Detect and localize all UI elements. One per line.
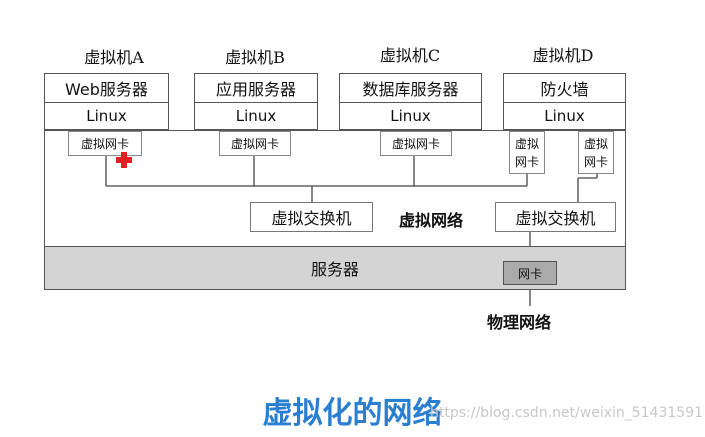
vm-d-nic-2: 虚拟 网卡 (578, 131, 614, 174)
vm-d-service: 防火墙 (503, 73, 626, 103)
vm-b-os: Linux (194, 102, 318, 130)
vm-b-service: 应用服务器 (194, 73, 318, 103)
vm-a-service: Web服务器 (44, 73, 169, 103)
watermark: https://blog.csdn.net/weixin_51431591 (430, 405, 704, 421)
vm-c-nic: 虚拟网卡 (380, 131, 452, 156)
vm-a-label: 虚拟机A (84, 48, 144, 67)
virtual-switch-left: 虚拟交换机 (250, 202, 373, 232)
server-label: 服务器 (310, 260, 359, 279)
vm-d-nic-2-line-2: 网卡 (583, 154, 608, 169)
vm-a-nic: 虚拟网卡 (68, 131, 142, 156)
vm-c-label: 虚拟机C (379, 46, 441, 65)
vm-c-os: Linux (339, 102, 482, 130)
diagram-title: 虚拟化的网络 (262, 396, 443, 431)
physical-nic: 网卡 (503, 261, 557, 285)
virtual-switch-right: 虚拟交换机 (495, 202, 616, 232)
vm-c-service: 数据库服务器 (339, 73, 482, 103)
vm-d-nic-1-line-1: 虚拟 (514, 136, 539, 151)
vm-b-label: 虚拟机B (225, 48, 285, 67)
physical-network-label: 物理网络 (487, 313, 552, 332)
virtual-network-label: 虚拟网络 (399, 211, 464, 230)
red-cross-icon (116, 152, 132, 168)
vm-d-nic-2-line-1: 虚拟 (583, 136, 608, 151)
vm-a-os: Linux (44, 102, 169, 130)
vm-d-label: 虚拟机D (532, 46, 594, 65)
vm-d-os: Linux (503, 102, 626, 130)
vm-d-nic-1-line-2: 网卡 (514, 154, 539, 169)
vm-b-nic: 虚拟网卡 (219, 131, 291, 156)
vm-d-nic-1: 虚拟 网卡 (509, 131, 545, 174)
